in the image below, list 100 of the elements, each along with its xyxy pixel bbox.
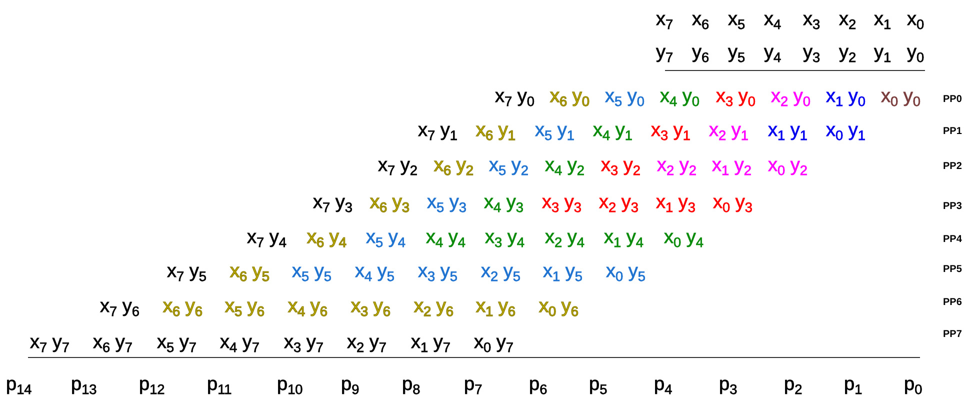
partial-product-term: x$_{6}$ y$_{1}$	[476, 120, 516, 142]
product-bit: p$_{10}$	[277, 374, 303, 396]
partial-product-term: x$_{2}$ y$_{1}$	[709, 120, 748, 142]
partial-product-term: x$_{1}$ y$_{0}$	[826, 86, 866, 108]
multiplier-bit: y$_{6}$	[692, 42, 710, 64]
partial-product-term: x$_{5}$ y$_{3}$	[427, 192, 466, 214]
partial-product-term: x$_{3}$ y$_{6}$	[351, 296, 390, 318]
multiplier-bit: y$_{3}$	[803, 42, 820, 64]
partial-product-term: x$_{0}$ y$_{2}$	[768, 155, 808, 177]
partial-product-term: x$_{1}$ y$_{4}$	[604, 227, 644, 249]
multiplier-bit: y$_{4}$	[764, 42, 782, 64]
partial-product-term: x$_{5}$ y$_{7}$	[157, 332, 196, 354]
partial-product-term: x$_{1}$ y$_{6}$	[476, 296, 516, 318]
partial-product-term: x$_{6}$ y$_{2}$	[434, 155, 474, 177]
partial-product-term: x$_{4}$ y$_{0}$	[660, 86, 700, 108]
partial-product-term: x$_{4}$ y$_{4}$	[426, 227, 466, 249]
partial-product-term: x$_{5}$ y$_{6}$	[225, 296, 264, 318]
partial-product-term: x$_{6}$ y$_{3}$	[370, 192, 410, 214]
partial-product-row-label: PP6	[943, 297, 962, 309]
partial-product-term: x$_{1}$ y$_{3}$	[656, 192, 696, 214]
partial-product-term: x$_{3}$ y$_{1}$	[651, 120, 690, 142]
partial-product-term: x$_{7}$ y$_{3}$	[313, 192, 352, 214]
multiplicand-bit: x$_{4}$	[764, 9, 782, 31]
product-bit: p$_{9}$	[341, 374, 360, 396]
product-bit: p$_{4}$	[654, 374, 672, 396]
partial-product-term: x$_{4}$ y$_{6}$	[288, 296, 328, 318]
partial-product-term: x$_{6}$ y$_{6}$	[163, 296, 202, 318]
partial-product-term: x$_{6}$ y$_{5}$	[230, 261, 270, 283]
partial-product-term: x$_{2}$ y$_{4}$	[545, 227, 584, 249]
partial-product-term: x$_{0}$ y$_{5}$	[606, 261, 646, 283]
partial-product-term: x$_{7}$ y$_{0}$	[495, 86, 534, 108]
partial-product-row-label: PP2	[943, 161, 962, 173]
partial-product-term: x$_{1}$ y$_{1}$	[768, 120, 808, 142]
partial-product-term: x$_{0}$ y$_{7}$	[474, 332, 514, 354]
partial-product-row-label: PP1	[943, 126, 962, 138]
product-bit: p$_{6}$	[529, 374, 548, 396]
product-bit: p$_{13}$	[71, 374, 97, 396]
product-bit: p$_{14}$	[6, 374, 32, 396]
partial-product-term: x$_{0}$ y$_{4}$	[664, 227, 704, 249]
partial-product-term: x$_{7}$ y$_{6}$	[100, 296, 140, 318]
partial-product-term: x$_{6}$ y$_{0}$	[550, 86, 590, 108]
product-bit: p$_{11}$	[207, 374, 232, 396]
multiplicand-bit: x$_{0}$	[907, 9, 924, 31]
partial-product-term: x$_{3}$ y$_{0}$	[716, 86, 756, 108]
partial-product-term: x$_{7}$ y$_{5}$	[167, 261, 206, 283]
partial-product-term: x$_{2}$ y$_{0}$	[771, 86, 810, 108]
partial-product-term: x$_{1}$ y$_{5}$	[543, 261, 582, 283]
multiplier-bit: y$_{5}$	[728, 42, 746, 64]
partial-product-term: x$_{7}$ y$_{4}$	[247, 227, 286, 249]
partial-product-row-label: PP4	[943, 234, 962, 246]
partial-product-term: x$_{4}$ y$_{1}$	[593, 120, 632, 142]
product-bit: p$_{8}$	[402, 374, 420, 396]
partial-product-term: x$_{3}$ y$_{7}$	[284, 332, 324, 354]
multiplier-bit: y$_{2}$	[839, 42, 856, 64]
partial-product-term: x$_{6}$ y$_{7}$	[93, 332, 132, 354]
multiplicand-bit: x$_{7}$	[656, 9, 674, 31]
partial-product-term: x$_{2}$ y$_{6}$	[414, 296, 454, 318]
product-bit: p$_{12}$	[139, 374, 165, 396]
product-bit: p$_{7}$	[464, 374, 482, 396]
partial-product-term: x$_{0}$ y$_{6}$	[539, 296, 578, 318]
partial-product-term: x$_{5}$ y$_{4}$	[366, 227, 406, 249]
partial-product-term: x$_{2}$ y$_{3}$	[599, 192, 638, 214]
partial-product-term: x$_{3}$ y$_{4}$	[485, 227, 524, 249]
multiplicand-bit: x$_{3}$	[803, 9, 820, 31]
product-bit: p$_{3}$	[719, 374, 738, 396]
partial-product-term: x$_{5}$ y$_{5}$	[292, 261, 332, 283]
partial-product-term: x$_{5}$ y$_{1}$	[535, 120, 574, 142]
partial-product-term: x$_{0}$ y$_{1}$	[826, 120, 866, 142]
multiplicand-bit: x$_{2}$	[839, 9, 856, 31]
partial-product-row-label: PP5	[943, 264, 962, 276]
multiplicand-bit: x$_{5}$	[728, 9, 746, 31]
partial-product-term: x$_{2}$ y$_{7}$	[347, 332, 386, 354]
partial-product-term: x$_{4}$ y$_{5}$	[355, 261, 394, 283]
partial-product-term: x$_{0}$ y$_{0}$	[881, 86, 920, 108]
partial-product-term: x$_{7}$ y$_{2}$	[378, 155, 418, 177]
partial-product-term: x$_{3}$ y$_{2}$	[601, 155, 640, 177]
partial-product-row-label: PP3	[943, 201, 962, 213]
partial-product-row-label: PP7	[943, 329, 962, 341]
partial-product-term: x$_{2}$ y$_{2}$	[657, 155, 696, 177]
partial-product-term: x$_{4}$ y$_{7}$	[220, 332, 260, 354]
multiplier-bit: y$_{7}$	[656, 42, 674, 64]
partial-product-term: x$_{4}$ y$_{2}$	[545, 155, 584, 177]
partial-product-term: x$_{7}$ y$_{1}$	[418, 120, 458, 142]
multiplier-bit: y$_{1}$	[874, 42, 892, 64]
multiplicand-bit: x$_{6}$	[692, 9, 710, 31]
product-bit: p$_{1}$	[844, 374, 862, 396]
partial-product-term: x$_{3}$ y$_{5}$	[418, 261, 458, 283]
partial-product-term: x$_{4}$ y$_{3}$	[484, 192, 524, 214]
partial-product-term: x$_{5}$ y$_{2}$	[489, 155, 528, 177]
partial-product-term: x$_{1}$ y$_{7}$	[411, 332, 450, 354]
partial-product-term: x$_{5}$ y$_{0}$	[605, 86, 644, 108]
multiplier-bit: y$_{0}$	[907, 42, 924, 64]
partial-product-term: x$_{7}$ y$_{7}$	[30, 332, 70, 354]
product-bit: p$_{5}$	[589, 374, 608, 396]
product-bit: p$_{2}$	[784, 374, 802, 396]
partial-product-term: x$_{3}$ y$_{3}$	[542, 192, 582, 214]
partial-product-row-label: PP0	[943, 94, 962, 106]
partial-product-term: x$_{0}$ y$_{3}$	[713, 192, 752, 214]
multiplicand-bit: x$_{1}$	[874, 9, 892, 31]
partial-product-term: x$_{6}$ y$_{4}$	[307, 227, 346, 249]
